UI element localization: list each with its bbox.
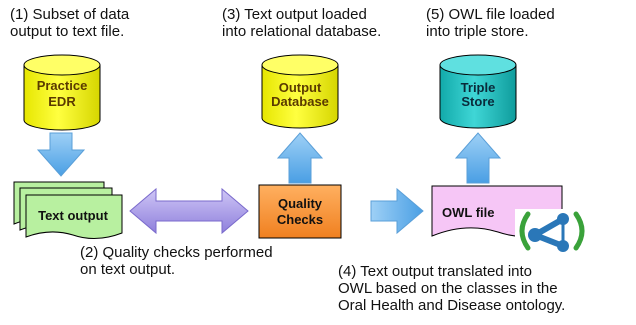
- output-database-label-line2: Database: [271, 94, 329, 109]
- triple-store-label-line1: Triple: [461, 80, 496, 95]
- right-arrow-quality-to-owl: [370, 187, 424, 235]
- output-database-label-line1: Output: [279, 80, 322, 95]
- owl-file-label: OWL file: [442, 205, 494, 220]
- caption-step-4: (4) Text output translated into OWL base…: [338, 263, 565, 314]
- text-output-label: Text output: [38, 208, 108, 223]
- caption-step-4-line3: Oral Health and Disease ontology.: [338, 297, 566, 314]
- triple-store-cylinder: Triple Store: [439, 54, 517, 129]
- caption-step-2-line2: on text output.: [80, 261, 176, 278]
- owl-ontology-logo-icon: [515, 209, 589, 253]
- practice-edr-label-line2: EDR: [48, 94, 76, 109]
- caption-step-1-line1: (1) Subset of data: [10, 6, 130, 23]
- up-arrow-owl-to-triple-store: [454, 132, 502, 184]
- caption-step-4-line1: (4) Text output translated into: [338, 263, 533, 280]
- practice-edr-cylinder: Practice EDR: [23, 54, 101, 131]
- caption-step-4-line2: OWL based on the classes in the: [338, 280, 558, 297]
- practice-edr-label-line1: Practice: [37, 78, 88, 93]
- caption-step-2-line1: (2) Quality checks performed: [80, 244, 273, 261]
- quality-checks-label-line1: Quality: [278, 196, 323, 211]
- triple-store-label-line2: Store: [461, 94, 494, 109]
- double-arrow-text-quality: [129, 187, 249, 235]
- text-output-documents: Text output: [13, 181, 123, 239]
- down-arrow-edr-to-text: [36, 132, 86, 177]
- caption-step-3-line1: (3) Text output loaded: [222, 6, 367, 23]
- caption-step-3: (3) Text output loaded into relational d…: [222, 6, 381, 40]
- caption-step-5-line1: (5) OWL file loaded: [426, 6, 555, 23]
- caption-step-3-line2: into relational database.: [222, 23, 382, 40]
- quality-checks-label-line2: Checks: [277, 212, 323, 227]
- caption-step-1: (1) Subset of data output to text file.: [10, 6, 129, 40]
- quality-checks-box: Quality Checks: [258, 184, 342, 239]
- caption-step-5: (5) OWL file loaded into triple store.: [426, 6, 555, 40]
- output-database-cylinder: Output Database: [261, 54, 339, 129]
- up-arrow-quality-to-database: [276, 132, 324, 184]
- caption-step-1-line2: output to text file.: [10, 23, 125, 40]
- caption-step-5-line2: into triple store.: [426, 23, 529, 40]
- caption-step-2: (2) Quality checks performed on text out…: [80, 244, 273, 278]
